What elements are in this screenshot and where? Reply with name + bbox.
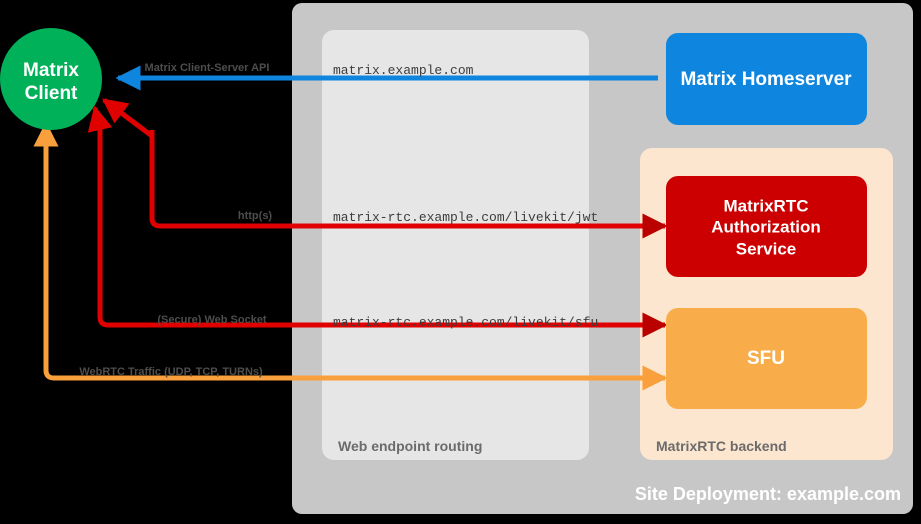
node-matrixrtc-authorization-service[interactable] bbox=[666, 176, 867, 277]
web-endpoint-routing-panel bbox=[322, 30, 589, 460]
node-matrix-client[interactable] bbox=[0, 28, 102, 130]
edge-label-websocket: (Secure) Web Socket bbox=[157, 314, 267, 326]
edge-http-jwt-arrow-to-client bbox=[102, 98, 154, 138]
edge-http-jwt bbox=[149, 130, 660, 229]
node-matrix-client-label-line1: Matrix bbox=[23, 60, 79, 81]
site-deployment-label: Site Deployment: example.com bbox=[635, 484, 901, 504]
url-label-matrix-example-com: matrix.example.com bbox=[333, 63, 474, 78]
node-matrix-client-label-line2: Client bbox=[25, 83, 78, 104]
edge-websocket-arrow-to-client bbox=[87, 105, 113, 133]
node-auth-service-label-line3: Service bbox=[736, 239, 797, 258]
node-matrix-homeserver[interactable] bbox=[666, 33, 867, 125]
web-endpoint-routing-label: Web endpoint routing bbox=[338, 438, 482, 454]
url-label-livekit-jwt: matrix-rtc.example.com/livekit/jwt bbox=[333, 210, 598, 225]
node-auth-service-label-line2: Authorization bbox=[711, 217, 821, 236]
edge-label-http-jwt: http(s) bbox=[238, 210, 273, 222]
node-sfu-label: SFU bbox=[747, 348, 785, 369]
edge-label-webrtc-traffic: WebRTC Traffic (UDP, TCP, TURNs) bbox=[79, 366, 263, 378]
node-matrix-homeserver-label: Matrix Homeserver bbox=[680, 69, 852, 90]
edge-label-client-server-api: Matrix Client-Server API bbox=[145, 62, 270, 74]
node-sfu[interactable] bbox=[666, 308, 867, 409]
url-label-livekit-sfu: matrix-rtc.example.com/livekit/sfu bbox=[333, 315, 598, 330]
edge-webrtc-traffic bbox=[43, 128, 660, 381]
node-auth-service-label-line1: MatrixRTC bbox=[723, 196, 808, 215]
matrixrtc-backend-label: MatrixRTC backend bbox=[656, 438, 787, 454]
edge-websocket bbox=[97, 118, 660, 328]
